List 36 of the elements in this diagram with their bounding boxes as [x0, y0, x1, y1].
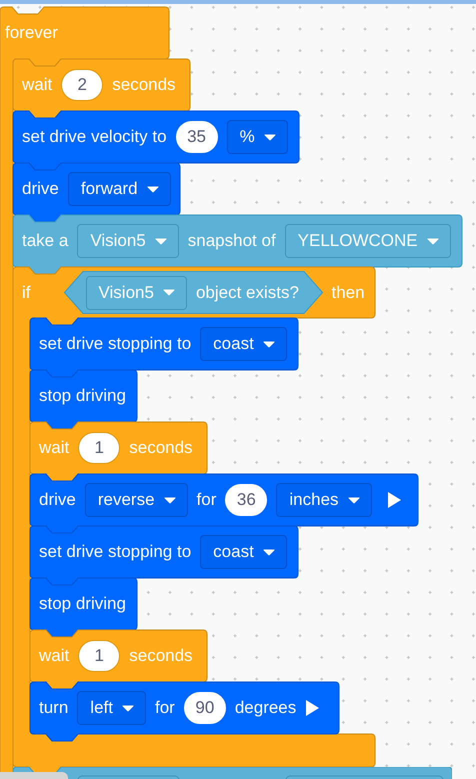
dropdown-menu: YELLOWCONE	[284, 224, 451, 258]
dropdown-menu: %	[226, 120, 288, 154]
block-label: forever	[5, 23, 58, 43]
block-label: wait	[39, 646, 70, 666]
block-label: set drive stopping to	[39, 542, 192, 562]
dropdown-menu: coast	[200, 327, 287, 361]
block-label: seconds	[112, 75, 176, 95]
command-block	[13, 767, 452, 779]
dropdown-menu: forward	[68, 172, 171, 206]
dropdown-menu: inches	[276, 483, 372, 517]
block-label: drive	[39, 490, 76, 510]
block-label: seconds	[129, 438, 193, 458]
block-label: then	[332, 282, 365, 302]
block-label: stop driving	[39, 386, 126, 406]
block-label: set drive velocity to	[22, 127, 167, 147]
block-label: wait	[39, 438, 70, 458]
block-label: snapshot of	[188, 231, 276, 251]
block-label: drive	[22, 179, 59, 199]
block-label: turn	[39, 698, 68, 718]
block-label: seconds	[129, 646, 193, 666]
block-label: object exists?	[196, 282, 299, 302]
block-label: stop driving	[39, 594, 126, 614]
block-label: wait	[22, 75, 52, 95]
block-label: for	[154, 698, 175, 718]
condition-block	[64, 271, 322, 314]
dropdown-menu: coast	[200, 535, 287, 569]
dropdown-menu: Vision5	[86, 276, 187, 310]
dropdown-menu: Vision5	[77, 224, 179, 258]
dropdown-menu: reverse	[84, 483, 188, 517]
if-block	[13, 267, 418, 774]
block-label: for	[196, 490, 216, 510]
dropdown-menu: left	[77, 691, 146, 725]
block-label: if	[22, 282, 30, 302]
block-label: take a	[22, 231, 68, 251]
block-label: degrees	[234, 698, 296, 718]
block-label: set drive stopping to	[39, 334, 192, 354]
